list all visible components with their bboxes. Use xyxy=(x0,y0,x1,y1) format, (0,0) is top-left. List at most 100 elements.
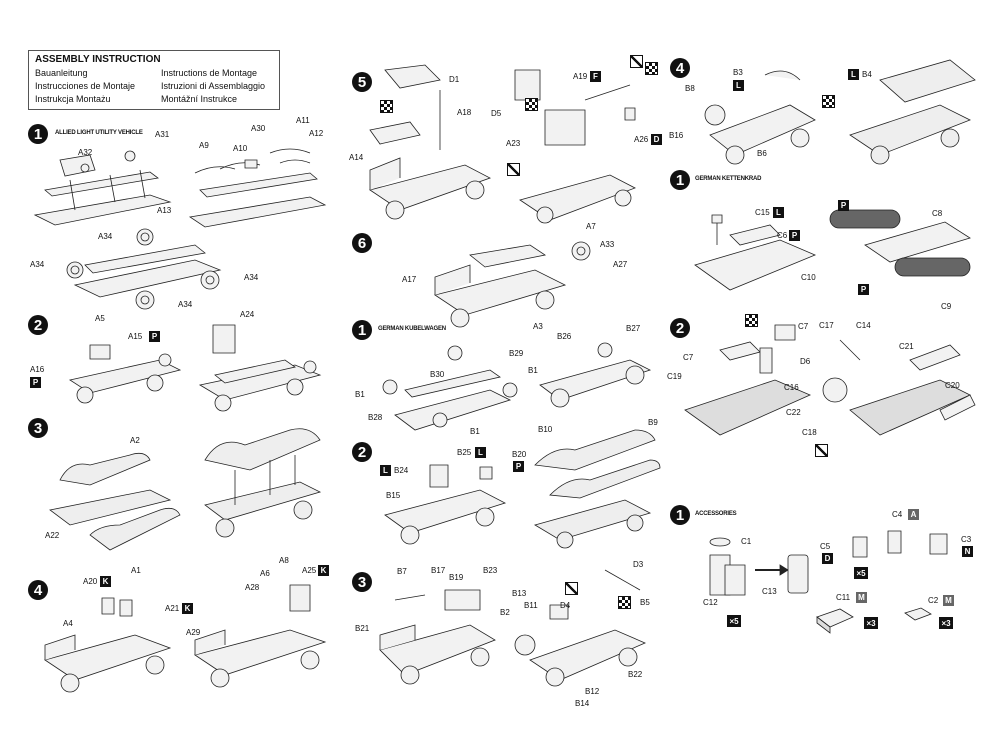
decal-icon xyxy=(822,95,835,108)
decal-slash-icon xyxy=(507,163,520,176)
step-number: 6 xyxy=(352,233,372,253)
lang-cz: Montážní Instrukce xyxy=(161,94,238,104)
kubel-step2-body-drawing xyxy=(530,425,665,550)
part-label: A4 xyxy=(63,619,73,628)
part-label: C18 xyxy=(802,428,817,437)
step-number: 3 xyxy=(352,572,372,592)
step-number: 4 xyxy=(670,58,690,78)
part-label: A18 xyxy=(457,108,472,117)
part-label: B10 xyxy=(538,425,553,434)
color-badge: L xyxy=(733,80,744,91)
decal-icon xyxy=(645,62,658,75)
decal-icon xyxy=(745,314,758,327)
lang-fr: Instructions de Montage xyxy=(161,68,258,78)
part-label: C17 xyxy=(819,321,834,330)
color-badge: L xyxy=(773,207,784,218)
color-badge: N xyxy=(962,546,973,557)
kubel-step4-roof-drawing xyxy=(695,60,820,170)
jerrycan-drawing xyxy=(885,528,905,558)
part-label: B3 xyxy=(733,68,743,77)
part-label: B17 xyxy=(431,566,446,575)
part-label: B12 xyxy=(585,687,600,696)
barrels-drawing xyxy=(700,530,820,605)
color-badge: P xyxy=(858,284,869,295)
step-number: 1 xyxy=(352,320,372,340)
kubel-step2-seats-drawing xyxy=(380,455,515,550)
allied-wheels-chassis-drawing xyxy=(45,225,275,310)
part-label: B1 xyxy=(470,427,480,436)
part-label: C5 xyxy=(820,542,831,551)
part-label: A20 xyxy=(83,577,98,586)
part-label: A13 xyxy=(157,206,172,215)
part-label: B8 xyxy=(685,84,695,93)
spare-wheel-drawing xyxy=(570,240,592,262)
part-label: A24 xyxy=(240,310,255,319)
part-label: D3 xyxy=(633,560,644,569)
step-number: 2 xyxy=(352,442,372,462)
assembly-title: ASSEMBLY INSTRUCTION xyxy=(35,54,161,65)
part-label: A26 xyxy=(634,135,649,144)
decal-icon xyxy=(525,98,538,111)
allied-step6-complete-drawing xyxy=(430,240,580,330)
kettenkrad-step2-hull-drawing xyxy=(680,320,820,450)
color-badge: M xyxy=(943,595,954,606)
small-crate-drawing xyxy=(903,605,933,625)
part-label: C14 xyxy=(856,321,871,330)
part-label: A33 xyxy=(600,240,615,249)
part-label: A29 xyxy=(186,628,201,637)
kettenkrad-step2-final-drawing xyxy=(820,330,980,450)
color-badge: P xyxy=(30,377,41,388)
part-label: A3 xyxy=(533,322,543,331)
part-label: C11 xyxy=(836,593,851,602)
kubel-step4-final-drawing xyxy=(840,60,980,170)
color-badge: K xyxy=(318,565,329,576)
section-title-kettenkrad: GERMAN KETTENKRAD xyxy=(695,176,762,182)
part-label: A15 xyxy=(128,332,143,341)
part-label: C4 xyxy=(892,510,903,519)
color-badge: L xyxy=(475,447,486,458)
part-label: A10 xyxy=(233,144,248,153)
part-label: A28 xyxy=(245,583,260,592)
part-label: C21 xyxy=(899,342,914,351)
decal-slash-icon xyxy=(630,55,643,68)
part-label: B21 xyxy=(355,624,370,633)
color-badge: P xyxy=(789,230,800,241)
part-label: C7 xyxy=(798,322,809,331)
allied-chassis-frame-drawing xyxy=(30,140,180,230)
part-label: A12 xyxy=(309,129,324,138)
part-label: C9 xyxy=(941,302,952,311)
decal-icon xyxy=(618,596,631,609)
section-title-kubelwagen: GERMAN KUBELWAGEN xyxy=(378,326,446,332)
step-number: 5 xyxy=(352,72,372,92)
part-label: B30 xyxy=(430,370,445,379)
part-label: A34 xyxy=(98,232,113,241)
part-label: B14 xyxy=(575,699,590,708)
part-label: C6 xyxy=(777,231,788,240)
color-badge: L xyxy=(380,465,391,476)
jerrycan-drawing xyxy=(927,530,952,558)
color-badge: P xyxy=(838,200,849,211)
color-badge: M xyxy=(856,592,867,603)
part-label: B4 xyxy=(862,70,872,79)
kettenkrad-step1-tracks-drawing xyxy=(825,200,975,310)
assembly-title-box: ASSEMBLY INSTRUCTION Bauanleitung Instru… xyxy=(28,50,280,110)
jerrycan-drawing xyxy=(850,535,870,560)
part-label: A6 xyxy=(260,569,270,578)
part-label: B23 xyxy=(483,566,498,575)
step-number: 3 xyxy=(28,418,48,438)
color-badge: K xyxy=(182,603,193,614)
part-label: B25 xyxy=(457,448,472,457)
part-label: A11 xyxy=(296,116,310,125)
part-label: B19 xyxy=(449,573,464,582)
part-label: C19 xyxy=(667,372,682,381)
color-badge: D xyxy=(822,553,833,564)
part-label: D5 xyxy=(491,109,502,118)
section-title-accessories: ACCESSORIES xyxy=(695,511,737,517)
lang-es: Instrucciones de Montaje xyxy=(35,81,136,91)
color-badge: P xyxy=(513,461,524,472)
part-label: A14 xyxy=(349,153,364,162)
step-number: 1 xyxy=(670,170,690,190)
part-label: A27 xyxy=(613,260,628,269)
part-label: A21 xyxy=(165,604,180,613)
part-label: C16 xyxy=(784,383,799,392)
